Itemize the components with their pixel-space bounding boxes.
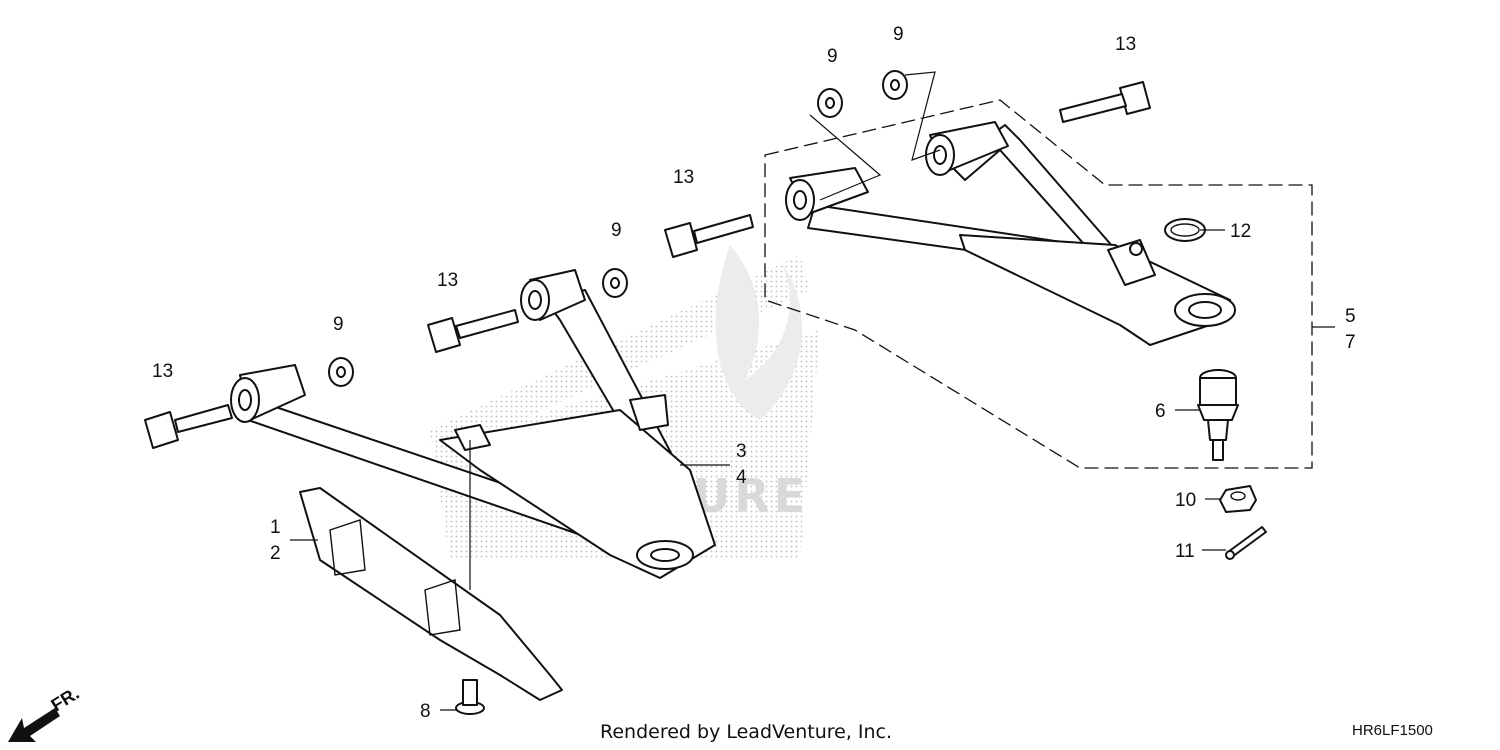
callout-13: 13 — [673, 167, 694, 188]
bolt-13-left — [144, 404, 233, 449]
upper-arm-assembly-outline — [764, 99, 1313, 469]
diagram-code: HR6LF1500 — [1352, 722, 1433, 739]
rendered-by-credit: Rendered by LeadVenture, Inc. — [600, 721, 892, 743]
callout-10: 10 — [1175, 490, 1196, 511]
bolt-13-upper-right — [1059, 81, 1151, 123]
callout-9: 9 — [333, 314, 344, 335]
flange-bolt-8 — [455, 679, 485, 715]
callout-2: 2 — [270, 543, 281, 564]
lower-arm — [230, 269, 716, 579]
callout-8: 8 — [420, 701, 431, 722]
callout-6: 6 — [1155, 401, 1166, 422]
callout-9: 9 — [611, 220, 622, 241]
bolt-13-mid — [427, 309, 519, 353]
callout-1: 1 — [270, 517, 281, 538]
nut-9-b — [602, 268, 628, 298]
circlip-12 — [1164, 218, 1206, 242]
cotter-pin-11 — [1225, 526, 1267, 560]
callout-9: 9 — [893, 24, 904, 45]
callout-13: 13 — [152, 361, 173, 382]
nut-9-d — [882, 70, 908, 100]
callout-11: 11 — [1175, 541, 1195, 562]
castle-nut-10 — [1219, 485, 1257, 513]
front-arrow-icon — [8, 708, 60, 742]
callout-9: 9 — [827, 46, 838, 67]
front-direction-indicator: FR. — [8, 683, 83, 742]
leader-9-zigzag — [809, 114, 882, 201]
leader-9-zigzag-2 — [904, 71, 941, 161]
upper-arm — [785, 121, 1236, 346]
nut-9-c — [817, 88, 843, 118]
skid-guard — [299, 487, 563, 701]
callout-3: 3 — [736, 441, 747, 462]
callout-13: 13 — [437, 270, 458, 291]
callout-5: 5 — [1345, 306, 1356, 327]
watermark-flame-shape — [715, 245, 803, 420]
callout-4: 4 — [736, 467, 747, 488]
nut-9-a — [328, 357, 354, 387]
bolt-13-upper-left — [664, 214, 754, 258]
ball-joint-6 — [1197, 369, 1239, 461]
callout-13: 13 — [1115, 34, 1136, 55]
callout-7: 7 — [1345, 332, 1356, 353]
callout-12: 12 — [1230, 221, 1251, 242]
